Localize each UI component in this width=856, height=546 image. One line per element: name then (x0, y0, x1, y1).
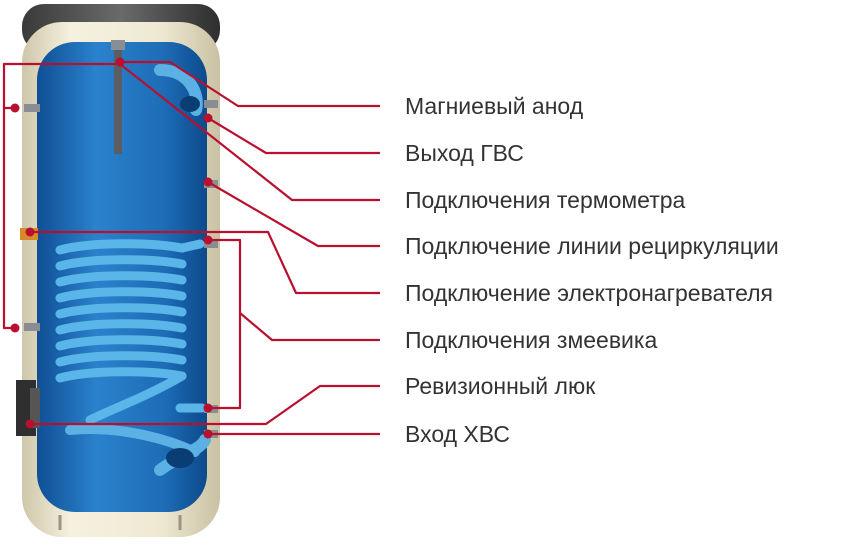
label-coil-connections: Подключения змеевика (405, 326, 657, 354)
label-magnesium-anode: Магниевый анод (405, 92, 583, 120)
label-inspection-hatch: Ревизионный люк (405, 372, 595, 400)
leader-hot-water-outlet (208, 118, 380, 153)
leader-coil-left (4, 108, 15, 328)
label-recirculation-connection: Подключение линии рециркуляции (405, 232, 779, 260)
label-thermometer-connections: Подключения термометра (405, 186, 685, 214)
leader-coil (208, 240, 380, 408)
label-electric-heater-connection: Подключение электронагревателя (405, 279, 773, 307)
leader-recirculation (208, 182, 380, 246)
label-hot-water-outlet: Выход ГВС (405, 139, 524, 167)
label-cold-water-inlet: Вход ХВС (405, 420, 510, 448)
